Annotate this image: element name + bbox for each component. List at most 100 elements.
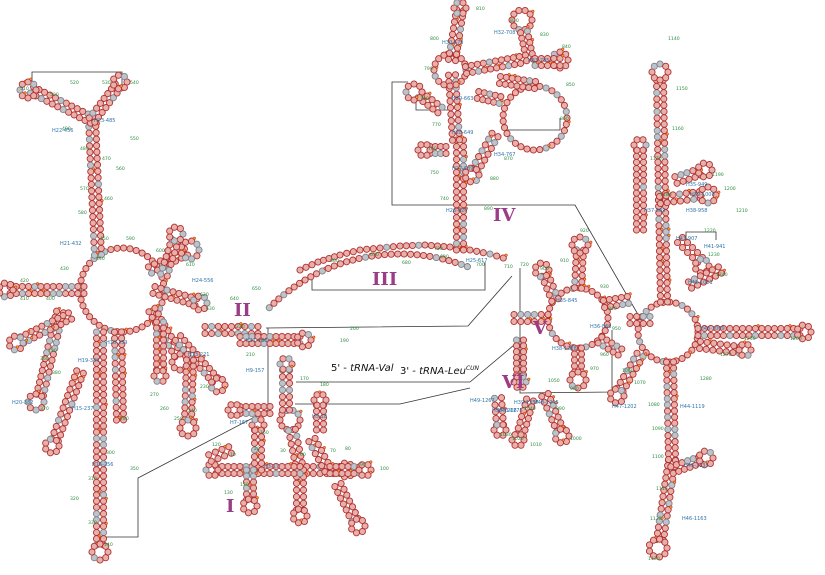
nucleotide (145, 308, 153, 316)
nucleotide (645, 541, 654, 549)
nucleotide (417, 151, 425, 159)
nucleotide (244, 509, 252, 517)
nucleotide (632, 364, 640, 372)
modification-dot (669, 505, 673, 509)
position-label: 70 (330, 448, 336, 454)
nucleotide (299, 486, 308, 494)
nucleotide (99, 472, 108, 480)
nucleotide (92, 397, 101, 405)
nucleotide (185, 341, 193, 349)
nucleotide (73, 105, 81, 113)
nucleotide (491, 57, 499, 65)
nucleotide (663, 298, 672, 306)
nucleotide (214, 455, 222, 463)
nucleotide (227, 322, 236, 331)
nucleotide (617, 386, 625, 395)
nucleotide (491, 408, 500, 416)
nucleotide (355, 466, 363, 474)
nucleotide (230, 462, 238, 471)
nucleotide (46, 449, 54, 457)
nucleotide (639, 177, 648, 185)
nucleotide (499, 414, 507, 422)
nucleotide (702, 269, 710, 277)
position-label: 960 (600, 352, 609, 358)
position-label: 610 (186, 262, 195, 268)
nucleotide (570, 362, 579, 370)
modification-dot (644, 352, 648, 356)
helix-label: H33-725 (528, 58, 549, 64)
nucleotide (407, 250, 415, 258)
domain-label-6: VI (501, 372, 524, 393)
nucleotide (266, 469, 274, 478)
nucleotide (542, 260, 550, 269)
position-label: 200 (350, 326, 359, 332)
position-label: 260 (160, 406, 169, 412)
nucleotide (257, 446, 266, 454)
position-label: 80 (345, 446, 351, 452)
nucleotide (689, 188, 697, 196)
nucleotide (494, 133, 502, 141)
nucleotide (160, 258, 168, 266)
nucleotide (166, 233, 174, 241)
nucleotide (381, 251, 389, 259)
nucleotide (512, 342, 521, 350)
nucleotide (653, 529, 662, 537)
nucleotide (321, 452, 329, 460)
nucleotide (459, 9, 467, 17)
nucleotide (658, 499, 666, 507)
nucleotide (0, 279, 8, 287)
modification-dot (57, 306, 61, 310)
nucleotide (99, 409, 108, 417)
nucleotide (548, 87, 556, 95)
nucleotide (684, 278, 692, 286)
nucleotide (459, 201, 468, 209)
modification-dot (527, 377, 531, 381)
nucleotide (664, 413, 672, 421)
nucleotide (517, 310, 525, 319)
modification-dot (561, 424, 565, 428)
nucleotide (164, 247, 172, 255)
nucleotide (158, 264, 167, 272)
nucleotide (532, 263, 540, 271)
nucleotide (96, 99, 104, 107)
nucleotide (554, 295, 562, 303)
nucleotide (703, 338, 711, 346)
nucleotide (794, 325, 802, 333)
nucleotide (41, 386, 49, 394)
nucleotide (6, 280, 14, 289)
nucleotide (804, 322, 812, 331)
nucleotide (491, 139, 499, 147)
nucleotide (571, 277, 579, 286)
nucleotide (452, 233, 461, 241)
nucleotide (144, 263, 152, 271)
nucleotide (120, 244, 128, 252)
helix-label: H28-649 (452, 130, 473, 136)
nucleotide (244, 495, 252, 503)
position-label: 10 (230, 452, 236, 458)
nucleotide (511, 441, 519, 449)
modification-dot (489, 134, 493, 138)
modification-dot (223, 386, 227, 390)
modification-dot (561, 438, 565, 442)
helix-and-position-labels: H3-17H5-18H7-167H9-157H11-188H13-221H15-… (12, 6, 802, 562)
position-label: 1130 (648, 556, 660, 562)
nucleotide (613, 342, 621, 350)
nucleotide (492, 414, 500, 423)
nucleotide (459, 149, 468, 157)
nucleotide (662, 247, 671, 255)
nucleotide (639, 183, 648, 191)
nucleotide (224, 406, 232, 414)
nucleotide (364, 461, 372, 469)
nucleotide (653, 82, 661, 90)
nucleotide (66, 406, 74, 414)
nucleotide (6, 291, 14, 300)
nucleotide (285, 427, 293, 435)
nucleotide (236, 332, 244, 341)
nucleotide (515, 6, 523, 15)
nucleotide (677, 171, 685, 179)
nucleotide (319, 391, 327, 399)
nucleotide (614, 351, 622, 359)
nucleotide (111, 359, 119, 368)
nucleotide (352, 515, 360, 523)
nucleotide (524, 414, 532, 423)
